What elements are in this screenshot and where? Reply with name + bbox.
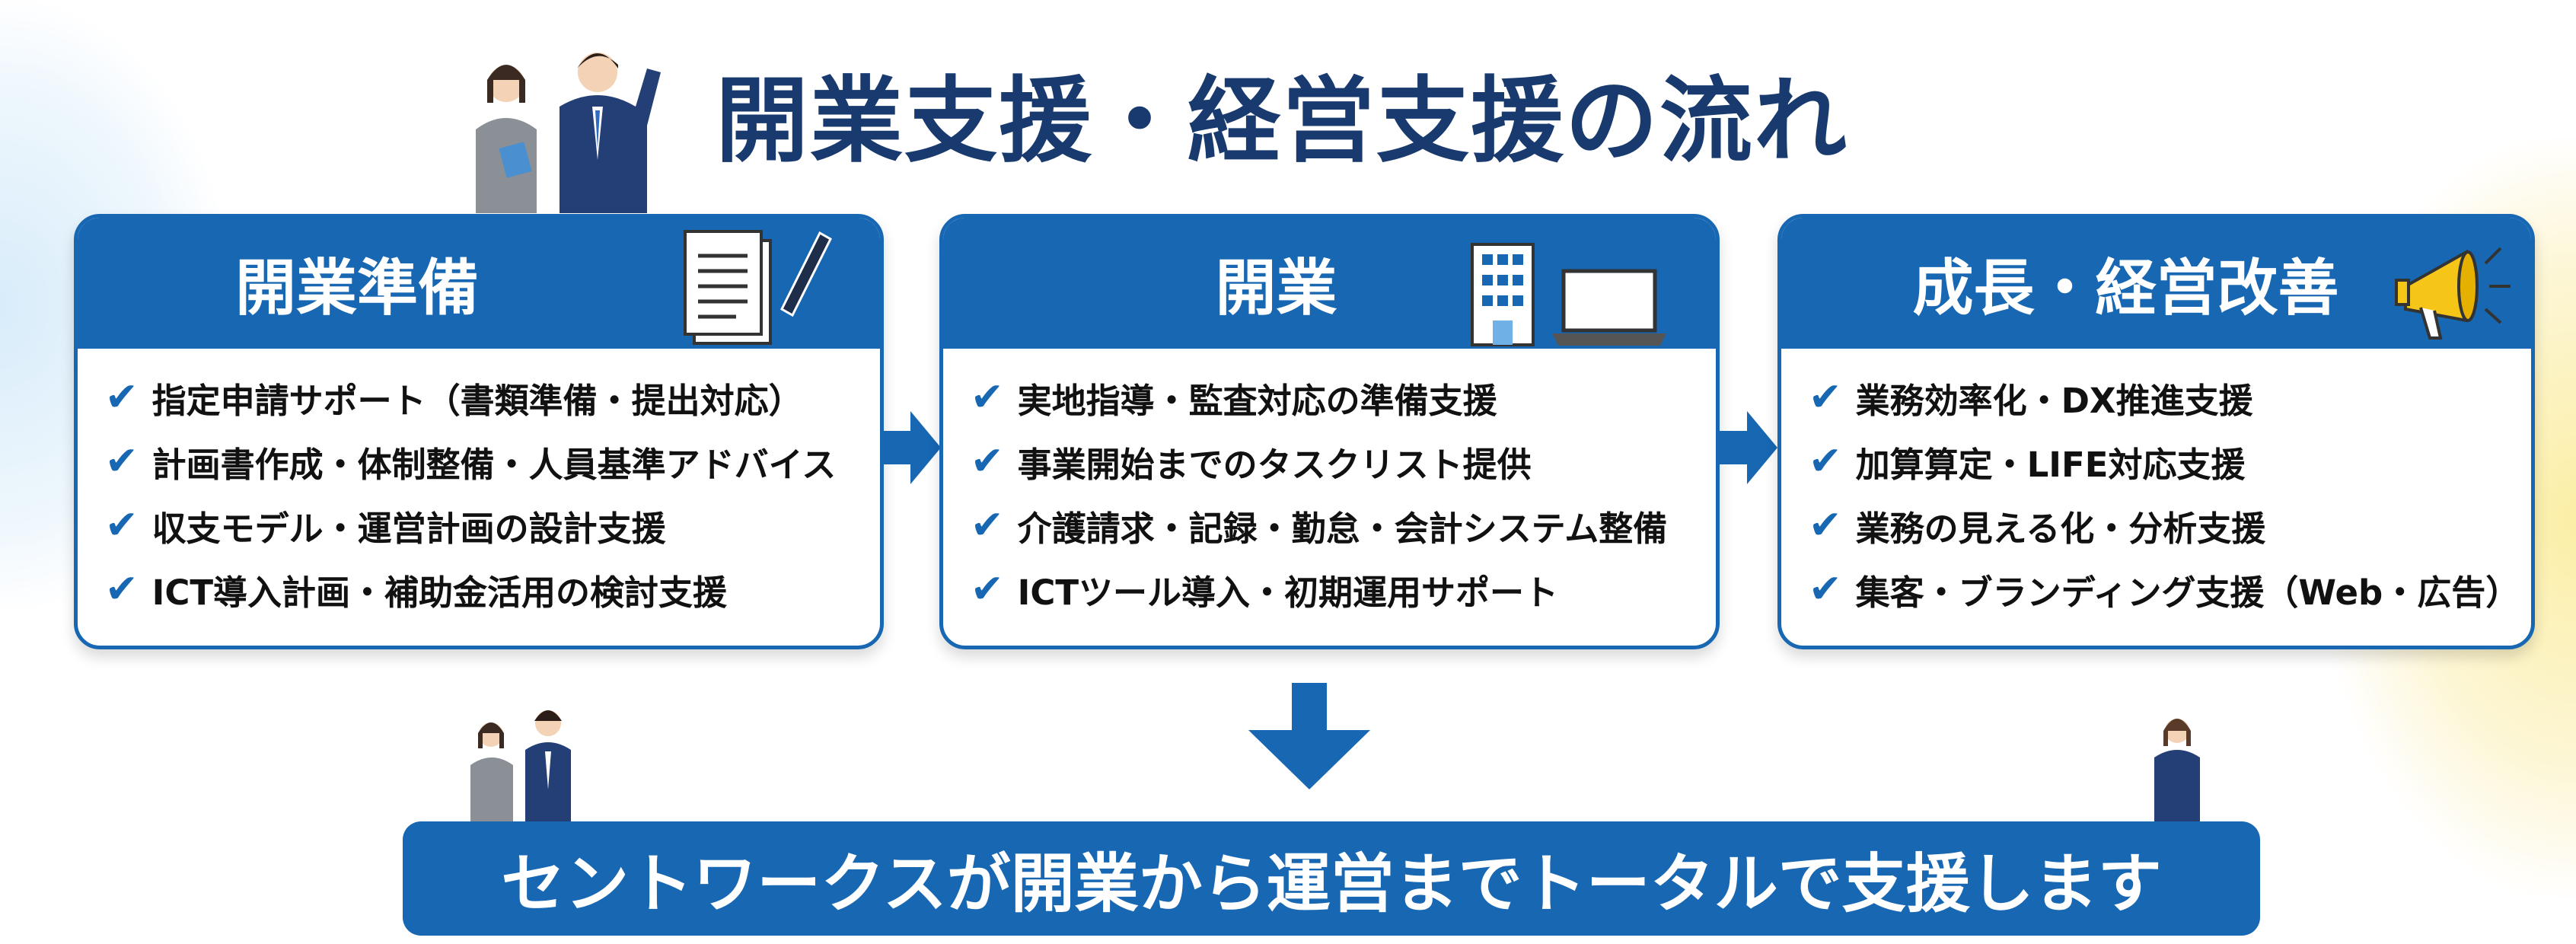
check-icon: ✔ (971, 502, 1004, 548)
list-item: ✔ 事業開始までのタスクリスト提供 (971, 429, 1716, 493)
list-item: ✔ 収支モデル・運営計画の設計支援 (105, 493, 880, 557)
check-icon: ✔ (105, 566, 139, 612)
item-text: 集客・ブランディング支援（Web・広告） (1855, 572, 2520, 613)
check-icon: ✔ (971, 566, 1004, 612)
megaphone-icon (2395, 247, 2511, 340)
arrow-down-icon (1248, 683, 1370, 789)
card-header: 開業準備 (78, 218, 880, 349)
card-header: 開業 (943, 218, 1716, 349)
summary-banner: セントワークスが開業から運営までトータルで支援します (403, 821, 2260, 936)
list-item: ✔ 指定申請サポート（書類準備・提出対応） (105, 365, 880, 429)
document-pen-icon (684, 230, 832, 345)
item-text: 介護請求・記録・勤怠・会計システム整備 (1017, 508, 1668, 549)
check-icon: ✔ (1809, 566, 1842, 612)
item-text: 事業開始までのタスクリスト提供 (1017, 444, 1532, 485)
card-preparation: 開業準備 ✔ 指定申請サポート（書類準備・提出対応） ✔ 計画書作成・体制整備・人員… (74, 214, 884, 649)
list-item: ✔ 業務効率化・DX推進支援 (1809, 365, 2531, 429)
item-text: 業務の見える化・分析支援 (1855, 508, 2266, 549)
item-text: 計画書作成・体制整備・人員基準アドバイス (151, 444, 837, 485)
list-item: ✔ ICTツール導入・初期運用サポート (971, 557, 1716, 621)
item-text: 業務効率化・DX推進支援 (1855, 380, 2253, 421)
arrow-right-icon (1717, 411, 1777, 484)
check-icon: ✔ (1809, 375, 1842, 420)
businesswoman-illustration (2154, 719, 2200, 826)
item-text: 指定申請サポート（書類準備・提出対応） (151, 380, 803, 421)
card-growth: 成長・経営改善 ✔ 業務効率化・DX推進支援 ✔ 加算算定・LIFE対応支援 ✔ 業務… (1777, 214, 2535, 649)
list-item: ✔ 業務の見える化・分析支援 (1809, 493, 2531, 557)
check-icon: ✔ (105, 439, 139, 484)
check-icon: ✔ (971, 375, 1004, 420)
check-icon: ✔ (105, 502, 139, 548)
list-item: ✔ 集客・ブランディング支援（Web・広告） (1809, 557, 2531, 621)
list-item: ✔ 実地指導・監査対応の準備支援 (971, 365, 1716, 429)
list-item: ✔ 加算算定・LIFE対応支援 (1809, 429, 2531, 493)
list-item: ✔ 計画書作成・体制整備・人員基準アドバイス (105, 429, 880, 493)
page-title: 開業支援・経営支援の流れ (716, 67, 1848, 175)
card-title: 開業 (1215, 253, 1337, 324)
list-item: ✔ 介護請求・記録・勤怠・会計システム整備 (971, 493, 1716, 557)
arrow-right-icon (880, 411, 941, 484)
card-title: 開業準備 (235, 253, 479, 324)
building-laptop-icon (1471, 243, 1666, 346)
check-icon: ✔ (971, 439, 1004, 484)
business-people-illustration (470, 710, 571, 826)
item-text: 実地指導・監査対応の準備支援 (1017, 380, 1497, 421)
card-header: 成長・経営改善 (1781, 218, 2531, 349)
list-item: ✔ ICT導入計画・補助金活用の検討支援 (105, 557, 880, 621)
business-people-illustration (476, 53, 661, 213)
item-text: 加算算定・LIFE対応支援 (1855, 444, 2246, 485)
check-icon: ✔ (105, 375, 139, 420)
item-text: ICTツール導入・初期運用サポート (1017, 572, 1559, 613)
card-opening: 開業 ✔ 実地指導・監査対応の準備支援 ✔ 事業開始までのタスクリスト提供 ✔ 介護請… (939, 214, 1720, 649)
card-title: 成長・経営改善 (1912, 253, 2339, 324)
item-text: 収支モデル・運営計画の設計支援 (151, 508, 666, 549)
check-icon: ✔ (1809, 502, 1842, 548)
item-text: ICT導入計画・補助金活用の検討支援 (151, 572, 728, 613)
check-icon: ✔ (1809, 439, 1842, 484)
